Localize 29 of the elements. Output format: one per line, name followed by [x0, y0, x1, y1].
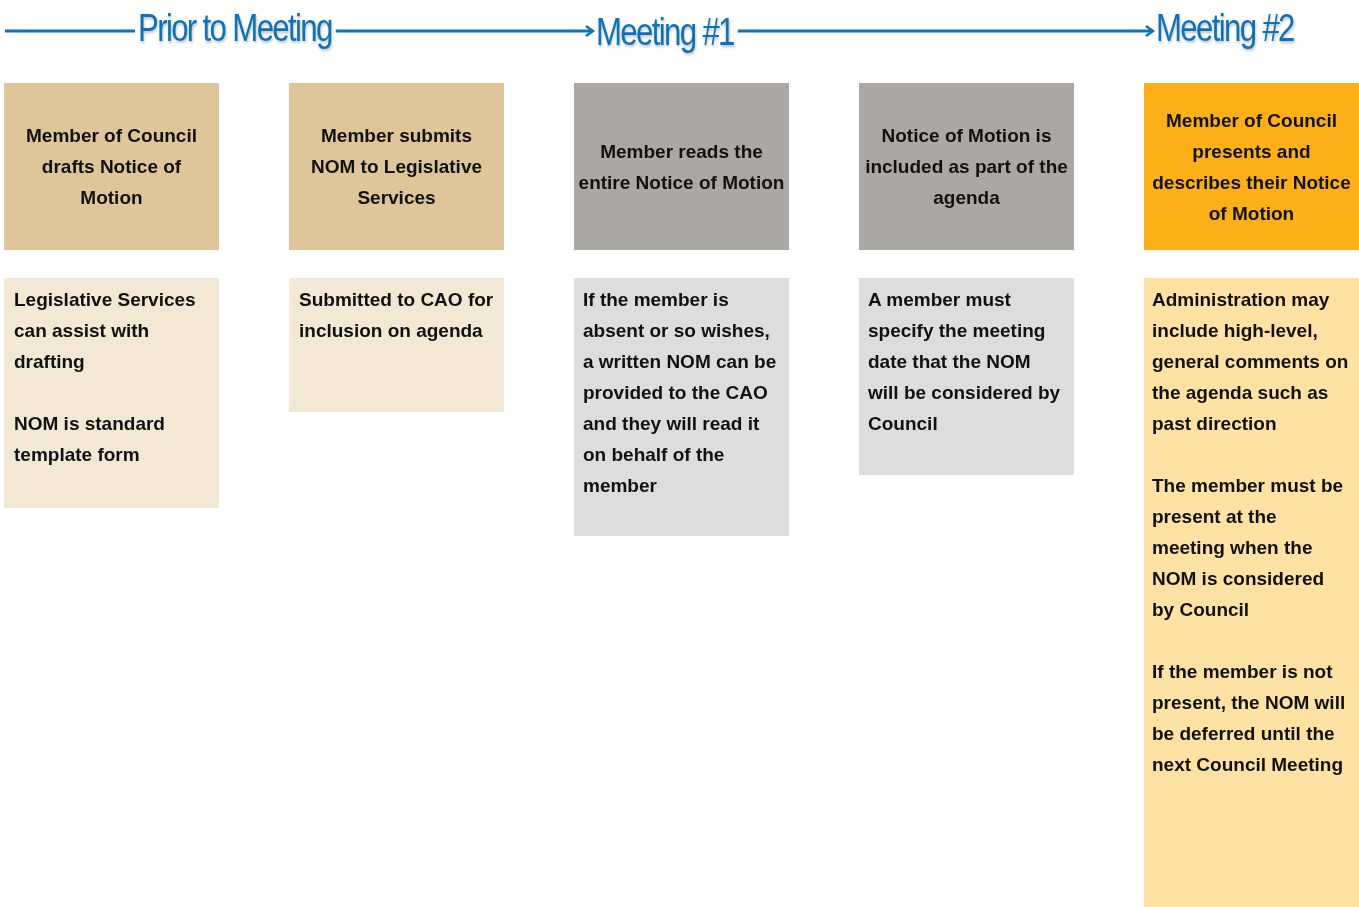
line	[5, 29, 135, 33]
step-box	[4, 83, 219, 250]
note-text: Legislative Services can assist with drafting	[14, 288, 197, 374]
note-box	[4, 278, 219, 508]
note-text: Administration may include high-level, general comments on the agenda such as past direction	[1152, 288, 1350, 436]
step-box	[289, 83, 504, 250]
note-box	[859, 278, 1074, 475]
note-text: Submitted to CAO for inclusion on agenda	[299, 288, 494, 343]
arrow	[335, 24, 595, 38]
note-text: NOM is standard template form	[14, 412, 166, 467]
note-box	[289, 278, 504, 412]
note-text: A member must specify the meeting date that the NOM will be considered by Council	[868, 288, 1062, 436]
step-text: Notice of Motion is included as part of the agenda	[864, 124, 1069, 210]
note-text: If the member is not present, the NOM will be deferred until the next Council Meeting	[1152, 660, 1347, 777]
step-box	[574, 83, 789, 250]
phase-heading: Meeting #1	[596, 4, 734, 60]
phase-heading: Prior to Meeting	[138, 0, 332, 56]
step-box	[1144, 83, 1359, 250]
step-text: Member reads the entire Notice of Motion	[578, 139, 785, 195]
step-text: Member of Council drafts Notice of Motion	[25, 124, 198, 210]
step-text: Member of Council presents and describes their Notice of Motion	[1152, 108, 1351, 226]
note-text: If the member is absent or so wishes, a written NOM can be provided to the CAO and they will read it on behalf of the member	[583, 288, 778, 498]
arrow	[737, 24, 1155, 38]
step-box	[859, 83, 1074, 250]
note-text: The member must be present at the meeting when the NOM is considered by Council	[1152, 474, 1345, 622]
note-box	[574, 278, 789, 536]
note-box	[1144, 278, 1359, 907]
step-text: Member submits NOM to Legislative Services	[310, 124, 483, 210]
phase-heading: Meeting #2	[1156, 0, 1294, 56]
